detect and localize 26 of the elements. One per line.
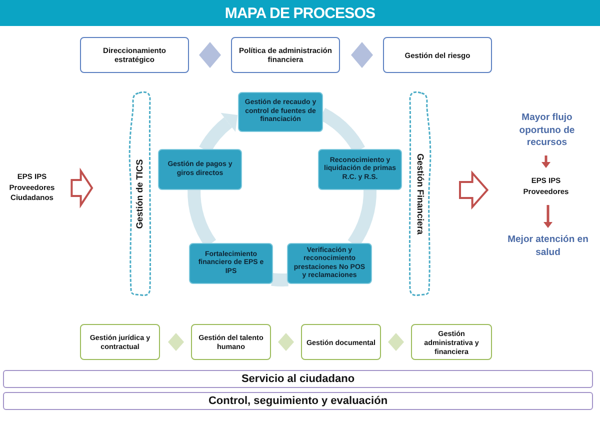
banner-label: Gestión de TICS [134,159,146,229]
arrow [542,156,550,168]
process-box [231,37,340,73]
support-process-box [411,324,492,360]
process-box [238,92,323,132]
support-process-box [80,324,160,360]
cycle-arc [271,272,288,286]
process-box [383,37,492,73]
process-box [189,243,273,284]
process-box [158,149,242,190]
text-label: Mayor flujo oportuno de recursos [517,112,577,150]
process-box [80,37,189,73]
support-process-box [191,324,271,360]
process-band [3,392,593,410]
band-label: Control, seguimiento y evaluación [208,394,388,408]
process-band [3,370,593,388]
text-label: Mejor atención en salud [505,234,591,259]
title: MAPA DE PROCESOS [224,4,376,22]
support-process-box [301,324,381,360]
process-box [287,243,372,284]
banner-label: Gestión Financiera [414,153,426,235]
block-arrow [459,170,489,210]
process-box [318,149,402,190]
block-arrow [70,168,94,208]
band-label: Servicio al ciudadano [241,372,355,386]
arrow [544,205,552,228]
